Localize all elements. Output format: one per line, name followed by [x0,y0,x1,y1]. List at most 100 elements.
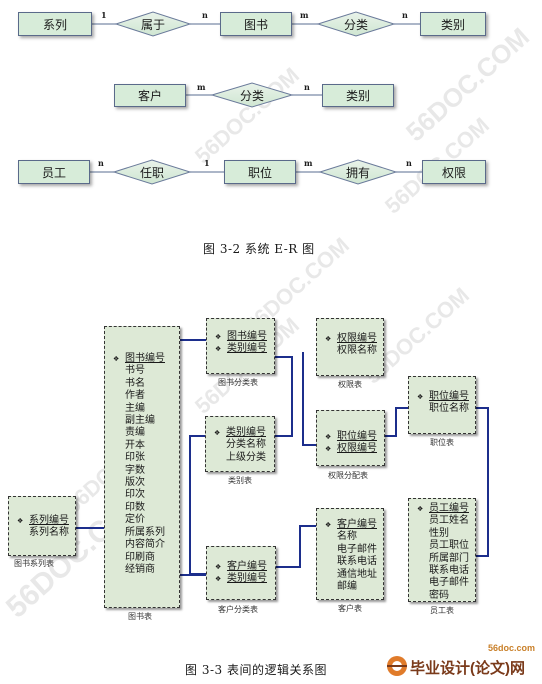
table-field: 责编 [125,427,145,439]
table-field: 副主编 [125,415,155,427]
table-position[interactable]: ❖ 职位编号 职位名称 [408,376,476,434]
table-field: 通信地址 [337,568,377,580]
key-diamond-icon: ❖ [215,345,222,354]
cardinality-label: n [98,158,104,168]
table-field: 版次 [125,477,145,489]
table-field: 电子邮件 [429,577,469,589]
er-relationship-diamond [114,11,192,37]
er-entity-position: 职位 [224,160,296,184]
table-key: 客户编号 [227,561,267,572]
cardinality-label: m [197,82,206,92]
table-label: 图书系列表 [14,559,54,568]
brand-name: 毕业设计(论文)网 [410,660,525,677]
cardinality-label: 1 [204,158,210,168]
er-relation-label: 任职 [139,166,164,180]
table-customer-category[interactable]: ❖ 客户编号 ❖ 类别编号 [206,546,276,600]
key-diamond-icon: ❖ [214,429,221,437]
table-label: 图书分类表 [218,378,258,387]
table-key: 系列编号 [29,515,69,526]
key-diamond-icon: ❖ [215,575,222,584]
key-diamond-icon: ❖ [215,563,222,571]
table-field: 内容简介 [125,539,165,551]
table-book-category[interactable]: ❖图书编号 ❖类别编号 [206,318,275,374]
table-field: 开本 [125,439,145,451]
er-relationship-diamond [112,159,192,185]
table-series[interactable]: ❖系列编号 系列名称 [8,496,76,556]
table-field: 所属部门 [429,552,469,564]
table-label: 客户分类表 [218,605,258,614]
cardinality-label: n [402,10,408,20]
table-field: 员工职位 [429,540,469,552]
key-diamond-icon: ❖ [325,433,332,441]
table-field: 书号 [125,365,145,377]
table-field: 字数 [125,464,145,476]
table-label: 员工表 [430,606,454,615]
table-employee[interactable]: ❖员工编号 员工姓名 性别 员工职位 所属部门 联系电话 电子邮件 密码 [408,498,476,602]
table-key: 权限编号 [337,443,377,455]
table-field: 上级分类 [226,451,266,463]
table-key: 类别编号 [227,343,267,355]
er-relationship-diamond [316,11,396,37]
key-diamond-icon: ❖ [417,505,424,513]
key-diamond-icon: ❖ [325,335,332,343]
table-field: 职位名称 [429,403,469,415]
er-relation-label: 属于 [140,18,165,32]
er-entity-series: 系列 [18,12,92,36]
brand-logo-icon [387,656,407,676]
table-field: 所属系列 [125,526,165,538]
relation-diagram-caption: 图 3-3 表间的逻辑关系图 [185,663,327,677]
cardinality-label: n [304,82,310,92]
er-relation-label: 分类 [343,18,368,32]
table-permission[interactable]: ❖ 权限编号 权限名称 [316,318,384,376]
table-key: 类别编号 [226,427,266,438]
er-entity-customer: 客户 [114,84,186,107]
table-row: ❖图书编号 [113,353,165,364]
cardinality-label: m [300,10,309,20]
er-entity-employee: 员工 [18,160,90,184]
table-customer[interactable]: ❖客户编号 名称 电子邮件 联系电话 通信地址 邮编 [316,508,384,600]
table-field: 密码 [429,589,449,601]
table-key: 员工编号 [429,503,469,514]
er-diagram-caption: 图 3-2 系统 E-R 图 [203,242,315,256]
key-diamond-icon: ❖ [17,517,24,525]
table-field: 经销商 [125,563,155,575]
table-label: 权限表 [338,380,362,389]
table-field: 性别 [429,527,449,539]
er-entity-category-2: 类别 [322,84,394,107]
er-entity-book: 图书 [220,12,292,36]
cardinality-label: m [304,158,313,168]
er-relationship-diamond [210,82,294,108]
table-key: 类别编号 [227,573,267,585]
table-label: 职位表 [430,438,454,447]
table-category[interactable]: ❖ 类别编号 分类名称 上级分类 [205,416,275,472]
er-relationship-diamond [318,159,398,185]
key-diamond-icon: ❖ [325,521,332,529]
table-permission-assign[interactable]: ❖职位编号 ❖权限编号 [316,410,385,466]
table-label: 客户表 [338,604,362,613]
key-diamond-icon: ❖ [417,393,424,401]
table-field: 分类名称 [226,439,266,451]
table-key: 客户编号 [337,519,377,530]
table-field: 作者 [125,390,145,402]
table-key: 图书编号 [227,331,267,342]
table-key: 权限编号 [337,333,377,344]
table-field: 定价 [125,514,145,526]
table-field: 联系电话 [429,565,469,577]
table-field: 印数 [125,501,145,513]
table-field: 印刷商 [125,551,155,563]
er-entity-category: 类别 [420,12,486,36]
er-relation-label: 拥有 [345,166,370,180]
table-field: 权限名称 [337,345,377,357]
cardinality-label: n [406,158,412,168]
table-field: 联系电话 [337,556,377,568]
table-books[interactable]: ❖图书编号 书号 书名 作者 主编 副主编 责编 开本 印张 字数 版次 印次 … [104,326,180,608]
table-key: 职位编号 [337,431,377,442]
table-field: 主编 [125,402,145,414]
table-label: 权限分配表 [328,471,368,480]
er-entity-permission: 权限 [422,160,486,184]
table-field: 印张 [125,452,145,464]
table-key: 职位编号 [429,391,469,402]
cardinality-label: 1 [101,10,107,20]
